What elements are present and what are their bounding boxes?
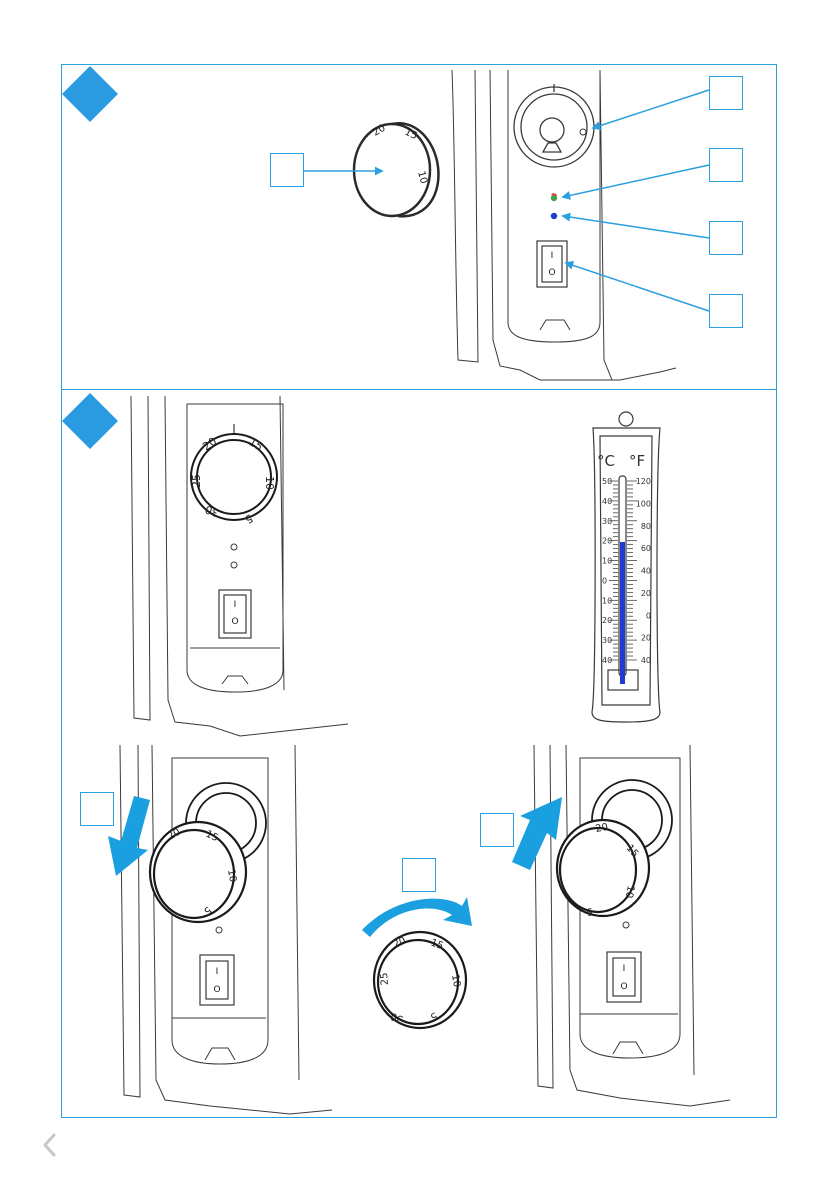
rotate-arrow [362,897,472,937]
thermostat-dial-2 [190,433,278,521]
dial-knob-pushed [555,818,651,918]
fahrenheit-label: 40 [641,656,651,665]
fahrenheit-label: 80 [641,522,651,531]
step-diamond-2 [62,393,118,449]
dial-knob-rotating [372,930,468,1030]
celsius-label: 0 [602,576,607,585]
callout-box-dial-knob [270,153,304,187]
switch-on-symbol-4: I [623,964,626,974]
heater-body-1 [451,69,677,381]
section-divider [61,389,777,390]
switch-off-symbol-1: O [548,268,555,278]
fahrenheit-label: 20 [641,634,651,643]
push-arrow [512,797,562,870]
dial-2-mark-15: 15 [247,435,266,453]
dial-5-mark-20: 20 [595,822,609,835]
power-switch-3 [199,954,235,1006]
dial-2-mark-25: 25 [190,474,203,488]
celsius-label: 50 [602,477,612,486]
power-switch-2 [218,589,252,639]
switch-off-symbol-2: O [231,617,238,627]
celsius-label: 10 [602,596,612,605]
power-switch-4 [606,951,642,1003]
fahrenheit-label: 40 [641,567,651,576]
leader-lines-1 [304,89,710,312]
dial-4-mark-10: 10 [449,974,462,988]
celsius-label: 40 [602,497,612,506]
switch-on-symbol-3: I [216,967,219,977]
celsius-scale: 50 40 30 20 10 0 10 20 30 40 [602,477,612,665]
heat-indicator-led [550,194,558,202]
dial-4-mark-25: 25 [379,972,391,986]
callout-box-thermostat [709,76,743,110]
dial-4-mark-5: 5 [428,1009,439,1022]
dial-5-mark-5: 5 [585,905,593,917]
dial-5-mark-10: 10 [623,884,636,898]
dial-3-mark-10: 10 [225,869,238,883]
switch-off-symbol-4: O [620,982,627,992]
celsius-label: 20 [602,537,612,546]
mercury-column [620,542,625,684]
heater-body-4 [533,744,731,1107]
switch-on-symbol-1: I [551,251,554,261]
fahrenheit-label: 20 [641,589,651,598]
heater-body-3 [119,744,333,1115]
room-thermometer [591,411,661,723]
celsius-label: 40 [602,656,612,665]
dial-3-mark-5: 5 [201,904,213,917]
dial-2-mark-30: 30 [203,502,221,519]
callout-box-heat-indicator [709,148,743,182]
dial-3-mark-15: 15 [204,829,220,844]
dial-4-mark-15: 15 [429,937,445,952]
chevron-left-icon [43,1133,56,1157]
thermometer-unit-f: °F [629,452,645,470]
callout-box-power-indicator [709,221,743,255]
thermostat-knob-1 [513,84,595,168]
dial-4-mark-20: 20 [392,935,408,950]
dial-mark-10: 10 [415,170,429,185]
fahrenheit-scale: 120 100 80 60 40 20 0 20 40 [636,477,651,665]
step-diamond-1 [62,66,118,122]
fahrenheit-label: 0 [646,611,651,620]
celsius-label: 30 [602,636,612,645]
pull-arrow [108,796,150,876]
dial-mark-15: 15 [403,127,419,142]
dial-4-mark-30: 30 [389,1010,405,1025]
fahrenheit-label: 120 [636,477,651,486]
switch-on-symbol-2: I [234,600,237,610]
celsius-label: 20 [602,616,612,625]
celsius-label: 30 [602,517,612,526]
callout-box-power-switch [709,294,743,328]
callout-box-pull-off [80,792,114,826]
fahrenheit-label: 60 [641,544,651,553]
callout-box-push-on [480,813,514,847]
heater-body-2 [130,395,349,737]
power-switch-1 [536,240,568,288]
power-indicator-led [550,212,558,220]
callout-box-rotate [402,858,436,892]
back-nav[interactable] [36,1130,66,1160]
dial-knob-pulled [148,820,248,924]
switch-off-symbol-3: O [213,985,220,995]
dial-knob-detached [352,122,440,218]
fahrenheit-label: 100 [636,499,651,508]
dial-2-mark-10: 10 [263,476,276,490]
celsius-label: 10 [602,557,612,566]
instruction-frame [61,64,777,1118]
thermometer-unit-c: °C [597,452,615,470]
